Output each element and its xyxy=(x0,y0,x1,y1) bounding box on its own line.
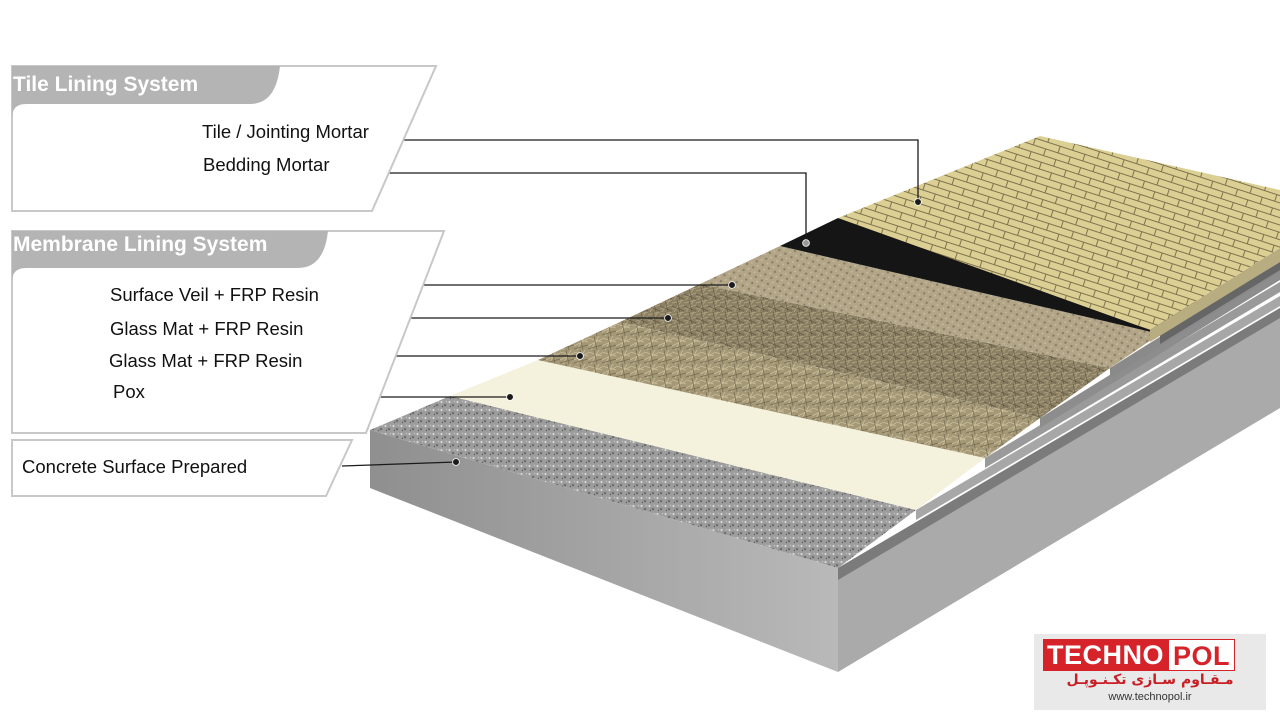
tile-layer-edge xyxy=(1150,248,1280,342)
concrete-panel: Concrete Surface Prepared xyxy=(11,439,354,497)
leader-lines xyxy=(341,139,919,467)
technopol-logo: TECHNO POL مـقـاوم سـازی تکـنـوپـل www.t… xyxy=(1034,634,1266,710)
item-surface-veil: Surface Veil + FRP Resin xyxy=(110,284,319,305)
brand-wordmark: TECHNO POL xyxy=(1043,639,1236,671)
membrane-lining-panel: Membrane Lining System Surface Veil + FR… xyxy=(11,230,446,434)
item-glass-mat-1: Glass Mat + FRP Resin xyxy=(110,318,303,339)
concrete-slab-right-face xyxy=(838,308,1280,672)
dot-pox xyxy=(506,393,514,401)
item-concrete-surface: Concrete Surface Prepared xyxy=(22,456,247,477)
dot-bedding xyxy=(802,239,810,247)
concrete-panel-frame xyxy=(11,439,354,497)
dot-veil xyxy=(728,281,736,289)
pox-layer-edge xyxy=(916,296,1280,520)
item-glass-mat-2: Glass Mat + FRP Resin xyxy=(109,350,302,371)
dot-concrete xyxy=(452,458,460,466)
surface-veil-layer xyxy=(700,246,1160,368)
membrane-panel-tab xyxy=(12,231,328,282)
item-pox: Pox xyxy=(113,381,146,402)
leader-tile xyxy=(388,139,919,202)
concrete-edge-strip xyxy=(838,308,1280,580)
brand-white-part: POL xyxy=(1168,639,1236,671)
glass-mat-2-layer xyxy=(620,284,1110,418)
membrane-panel-title: Membrane Lining System xyxy=(13,233,267,256)
item-bedding-mortar: Bedding Mortar xyxy=(203,154,329,175)
item-tile-jointing-mortar: Tile / Jointing Mortar xyxy=(202,121,369,142)
concrete-surface-layer xyxy=(370,396,916,568)
brand-red-part: TECHNO xyxy=(1043,639,1168,671)
leader-bedding xyxy=(388,172,807,243)
leader-dots xyxy=(452,198,922,466)
tile-layer xyxy=(838,136,1280,330)
dot-glassmat-1 xyxy=(664,314,672,322)
layered-slab xyxy=(370,136,1280,672)
pox-layer xyxy=(450,360,985,510)
concrete-slab-front-face xyxy=(370,430,838,672)
glass-mat-1-layer xyxy=(538,322,1040,458)
dot-tile xyxy=(914,198,922,206)
tile-panel-tab xyxy=(12,66,280,118)
tile-panel-title: Tile Lining System xyxy=(13,73,198,96)
brand-persian-tagline: مـقـاوم سـازی تکـنـوپـل xyxy=(1066,672,1234,688)
dot-glassmat-2 xyxy=(576,352,584,360)
brand-url: www.technopol.ir xyxy=(1108,691,1192,703)
tile-lining-panel: Tile Lining System Tile / Jointing Morta… xyxy=(11,65,438,212)
bedding-mortar-edge xyxy=(1160,262,1280,344)
glass-mat-2-edge xyxy=(1040,270,1280,428)
glass-mat-1-edge xyxy=(985,282,1280,468)
leader-concrete xyxy=(341,461,457,467)
